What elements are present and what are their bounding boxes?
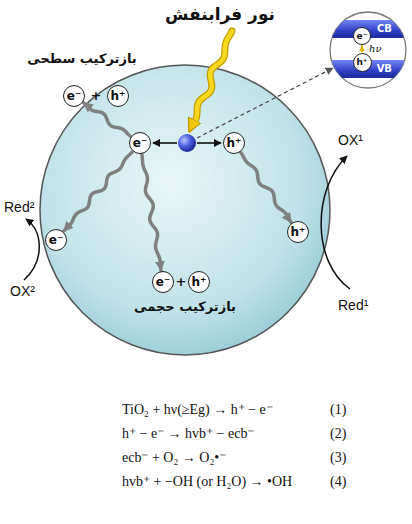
charge-label: h⁺ xyxy=(227,137,242,149)
hole-circle: h⁺ xyxy=(188,271,210,293)
equation: h⁺ − e⁻ → hvb⁺ − ecb⁻ xyxy=(122,426,254,442)
plus-sign: + xyxy=(91,89,102,104)
band-label: VB xyxy=(377,64,392,74)
charge-label: e⁻ xyxy=(133,137,147,149)
charge-label: h⁺ xyxy=(291,226,306,238)
conduction-band: CB e⁻ xyxy=(330,20,406,38)
band-inset xyxy=(330,12,406,88)
charge-label: e⁻ xyxy=(67,90,81,102)
charge-label: e⁻ xyxy=(49,234,63,246)
tio2-particle xyxy=(40,65,330,355)
plus-sign: + xyxy=(176,275,187,290)
migration-arrow xyxy=(142,155,161,270)
light-label: نور فرابنفش xyxy=(165,5,275,25)
region-label: بازترکیب سطحی xyxy=(27,52,136,67)
charge-label: e⁻ xyxy=(156,276,170,288)
hole-circle: h⁺ xyxy=(353,53,372,72)
inset-leader xyxy=(197,68,333,138)
charge-label: h⁺ xyxy=(111,90,126,102)
equation-number: (2) xyxy=(330,426,346,442)
equation: hvb⁺ + −OH (or H₂O) → •OH xyxy=(122,474,292,490)
electron-circle: e⁻ xyxy=(45,229,67,251)
region-label: بازترکیب حجمی xyxy=(134,300,236,315)
species-label: OX¹ xyxy=(338,132,363,148)
separation-arrow xyxy=(197,142,221,144)
excitation-arrow xyxy=(361,46,363,52)
charge-label: h⁺ xyxy=(192,276,207,288)
species-label: OX² xyxy=(10,283,35,299)
equation-number: (4) xyxy=(330,474,346,490)
charge-label: e⁻ xyxy=(357,32,368,41)
electron-circle: e⁻ xyxy=(63,85,85,107)
species-label: Red² xyxy=(4,199,34,215)
excitation-site xyxy=(178,134,196,152)
equation: TiO₂ + hν(≥Eg) → h⁺ − e⁻ xyxy=(122,402,273,418)
uv-light-ray xyxy=(190,31,232,130)
equation-number: (1) xyxy=(330,402,346,418)
charge-label: h⁺ xyxy=(356,58,367,67)
migration-arrow xyxy=(241,153,291,223)
hole-circle: h⁺ xyxy=(107,85,129,107)
migration-arrow xyxy=(64,152,132,231)
migration-arrow xyxy=(84,103,130,136)
hole-circle: h⁺ xyxy=(287,221,309,243)
electron-circle: e⁻ xyxy=(152,271,174,293)
valence-band: VB h⁺ xyxy=(330,60,406,78)
equation: ecb⁻ + O₂ → O₂•⁻ xyxy=(122,450,226,466)
separation-arrow xyxy=(153,142,177,144)
band-label: CB xyxy=(377,24,392,34)
oxidation-arrow xyxy=(321,156,350,289)
species-label: Red¹ xyxy=(338,297,368,313)
photon-label: hν xyxy=(368,43,383,54)
hole-circle: h⁺ xyxy=(223,132,245,154)
equation-number: (3) xyxy=(330,450,346,466)
electron-circle: e⁻ xyxy=(129,132,151,154)
reduction-arrow xyxy=(24,219,39,280)
